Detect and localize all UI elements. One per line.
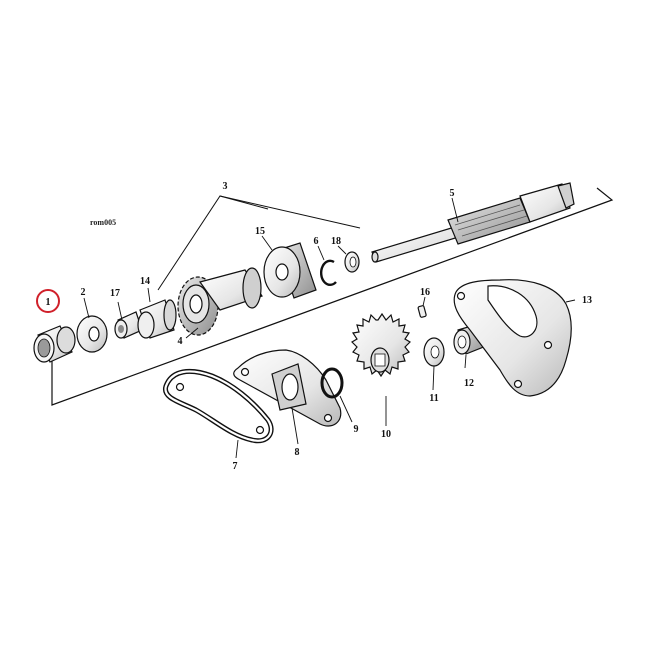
- part-15-clutch-drum[interactable]: [263, 242, 317, 299]
- label-6[interactable]: 6: [314, 236, 319, 247]
- label-17[interactable]: 17: [110, 288, 120, 299]
- part-9-o-ring[interactable]: [320, 367, 344, 399]
- label-10[interactable]: 10: [381, 429, 391, 440]
- part-18-thrust-washer[interactable]: [344, 251, 360, 273]
- label-4[interactable]: 4: [178, 336, 183, 347]
- leader-lines: [83, 197, 576, 459]
- callout-labels: 1 2 3 4 5 6 7 8 9 10 11 12 13 14 15 16 1…: [46, 181, 593, 472]
- label-3[interactable]: 3: [223, 181, 228, 192]
- part-8-cover-plate[interactable]: [233, 349, 342, 427]
- part-16-key[interactable]: [417, 305, 427, 318]
- label-9[interactable]: 9: [354, 424, 359, 435]
- diagram-code: rom005: [90, 218, 116, 227]
- part-4-pinion-gear[interactable]: [177, 267, 263, 336]
- part-5-output-shaft[interactable]: [371, 182, 575, 263]
- part-6-retaining-ring[interactable]: [320, 259, 337, 287]
- part-11-washer[interactable]: [423, 337, 445, 367]
- label-18[interactable]: 18: [331, 236, 341, 247]
- label-5[interactable]: 5: [450, 188, 455, 199]
- part-1-needle-bearing[interactable]: [33, 325, 76, 363]
- label-14[interactable]: 14: [140, 276, 150, 287]
- highlight-ring-1: [36, 289, 60, 313]
- label-2[interactable]: 2: [81, 287, 86, 298]
- label-12[interactable]: 12: [464, 378, 474, 389]
- part-13-housing[interactable]: [453, 279, 572, 397]
- label-1[interactable]: 1: [46, 297, 51, 308]
- leader-3b: [219, 195, 361, 229]
- assembly-frame: [51, 187, 614, 406]
- label-11[interactable]: 11: [429, 393, 438, 404]
- part-7-gasket[interactable]: [163, 368, 274, 444]
- part-2-washer[interactable]: [76, 315, 108, 353]
- label-8[interactable]: 8: [295, 447, 300, 458]
- label-16[interactable]: 16: [420, 287, 430, 298]
- label-7[interactable]: 7: [233, 461, 238, 472]
- part-10-idler-gear[interactable]: [351, 312, 411, 378]
- part-14-pinion-shaft[interactable]: [137, 299, 177, 339]
- label-13[interactable]: 13: [582, 295, 592, 306]
- label-15[interactable]: 15: [255, 226, 265, 237]
